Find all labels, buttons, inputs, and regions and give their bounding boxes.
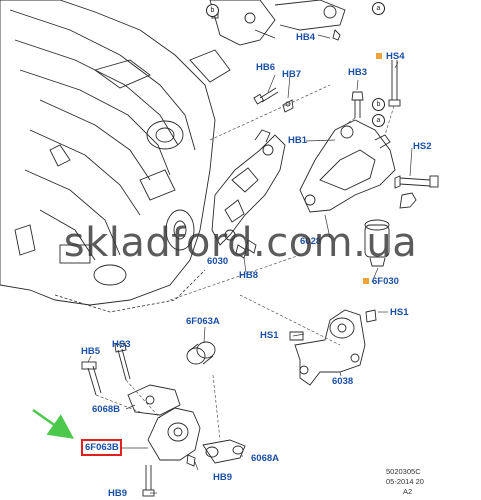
alignment-lines	[95, 84, 395, 441]
bolts-hb9	[142, 454, 196, 497]
label-6f030: 6F030	[372, 276, 399, 287]
label-hb8: HB8	[239, 270, 259, 281]
nut-hs2	[399, 192, 417, 209]
stud-hb3	[351, 91, 364, 118]
mount-bracket-6030	[211, 129, 286, 246]
label-hs1-right: HS1	[390, 307, 409, 318]
label-6068a: 6068A	[251, 453, 279, 464]
label-hb5: HB5	[81, 346, 101, 357]
bolt-hs4	[388, 60, 401, 107]
engine-block	[0, 0, 231, 306]
bushing-6f063a	[186, 341, 216, 365]
label-hs2: HS2	[413, 141, 432, 152]
label-6068b: 6068B	[92, 404, 120, 415]
label-hb6: HB6	[256, 62, 276, 73]
transmission-mount-6038	[294, 309, 366, 386]
footer-date: 05-2014 20	[386, 477, 424, 486]
label-6f063b: 6F063B	[85, 442, 119, 453]
marker-circle-a: a	[372, 114, 385, 127]
marker-square-hs4	[376, 53, 382, 59]
marker-circle-b-top: b	[206, 4, 219, 17]
label-hs1-left: HS1	[260, 330, 279, 341]
upper-bracket	[209, 0, 346, 46]
marker-square-6f030	[363, 278, 369, 284]
footer-rev: A2	[403, 487, 413, 496]
label-hb4: HB4	[296, 32, 316, 43]
label-hb7: HB7	[282, 69, 302, 80]
lower-bracket-6068b	[81, 342, 181, 416]
label-6030: 6030	[207, 256, 229, 267]
leader-lines	[87, 34, 413, 494]
mount-bracket-6028	[299, 119, 396, 213]
lower-mount-6f063b	[147, 407, 201, 461]
label-hb9-bottom: HB9	[108, 488, 128, 499]
bolts-hb6-hb7	[253, 87, 294, 113]
label-6f063a: 6F063A	[186, 316, 220, 327]
pointer-arrow	[32, 408, 75, 439]
highlight-box	[81, 439, 122, 456]
label-hs4: HS4	[386, 51, 405, 62]
watermark: skladford.com.ua	[63, 220, 418, 266]
footer-code: 5020305C	[386, 467, 421, 476]
bolts-hs1	[289, 309, 377, 341]
label-hb3-top: HB3	[348, 67, 368, 78]
label-hs3: HS3	[112, 339, 131, 350]
label-6038: 6038	[332, 376, 354, 387]
marker-circle-a-top: a	[372, 2, 385, 15]
label-hb9-mid: HB9	[213, 472, 233, 483]
bolt-hs2	[394, 175, 439, 189]
label-hb1: HB1	[288, 135, 308, 146]
marker-circle-b: b	[372, 98, 385, 111]
mount-cushion-6f030	[364, 219, 390, 267]
label-6028: 6028	[300, 236, 322, 247]
link-6068a	[202, 439, 246, 464]
